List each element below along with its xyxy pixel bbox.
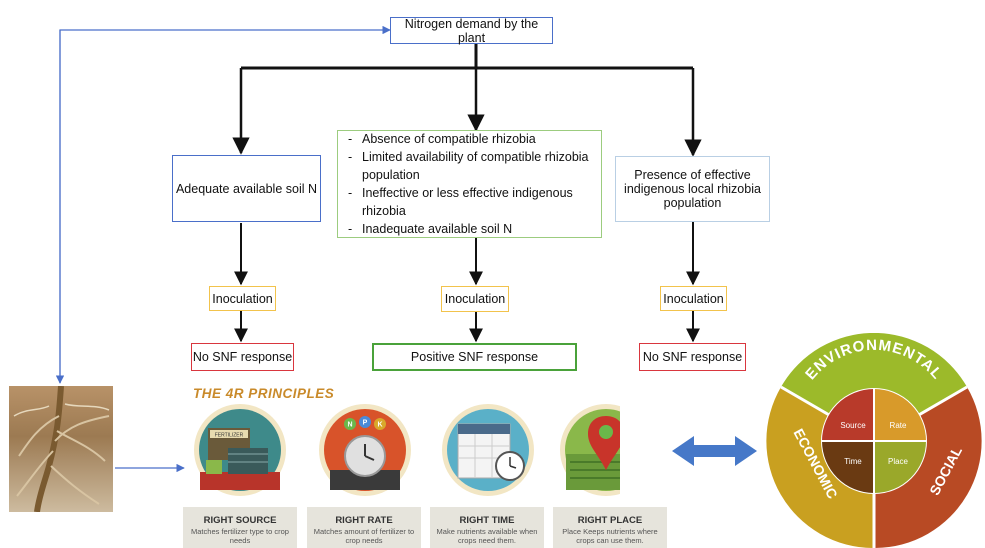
fertilizer-sign-text: FERTILIZER [215, 433, 244, 439]
rate-label: Rate [890, 421, 907, 430]
principle-desc: Make nutrients available when crops need… [436, 527, 538, 545]
right-source-icon: FERTILIZER [194, 404, 286, 496]
sustainability-wheel: ENVIRONMENTAL ECONOMIC SOCIAL Source Rat… [766, 333, 982, 548]
right-place-panel: RIGHT PLACE Place Keeps nutrients where … [553, 507, 667, 548]
principle-heading: RIGHT RATE [335, 515, 393, 526]
principle-heading: RIGHT PLACE [577, 515, 643, 526]
right-time-panel: RIGHT TIME Make nutrients available when… [430, 507, 544, 548]
right-place-icon [560, 404, 620, 496]
nutrient-letter: N [347, 422, 352, 429]
adequate-soil-n-box: Adequate available soil N [172, 155, 321, 222]
right-source-panel: RIGHT SOURCE Matches fertilizer type to … [183, 507, 297, 548]
effective-rhizobia-box: Presence of effective indigenous local r… [615, 156, 770, 222]
principle-heading: RIGHT TIME [459, 515, 515, 526]
condition-item: Limited availability of compatible rhizo… [348, 148, 601, 184]
principle-desc: Matches amount of fertilizer to crop nee… [313, 527, 415, 545]
plant-root-photo [9, 385, 113, 513]
conditions-list: Absence of compatible rhizobia Limited a… [344, 130, 601, 238]
right-rate-icon: N P K [319, 404, 411, 496]
right-time-icon [442, 404, 534, 496]
positive-snf-response: Positive SNF response [372, 343, 577, 371]
place-label: Place [888, 457, 909, 466]
double-arrow-icon [672, 436, 757, 466]
inoculation-box-right: Inoculation [660, 286, 727, 311]
source-label: Source [840, 421, 866, 430]
principles-title: THE 4R PRINCIPLES [193, 386, 335, 401]
principle-desc: Place Keeps nutrients where crops can us… [562, 527, 658, 545]
no-snf-response-left: No SNF response [191, 343, 294, 371]
inoculation-box-left: Inoculation [209, 286, 276, 311]
time-label: Time [844, 457, 862, 466]
right-rate-panel: RIGHT RATE Matches amount of fertilizer … [307, 507, 421, 548]
inoculation-box-middle: Inoculation [441, 286, 509, 312]
nutrient-letter: K [377, 422, 382, 429]
condition-item: Inadequate available soil N [348, 220, 601, 238]
nitrogen-demand-box: Nitrogen demand by the plant [390, 17, 553, 45]
principle-desc: Matches fertilizer type to crop needs [191, 527, 289, 545]
condition-item: Ineffective or less effective indigenous… [348, 184, 601, 220]
middle-conditions-box: Absence of compatible rhizobia Limited a… [337, 130, 602, 238]
no-snf-response-right: No SNF response [639, 343, 746, 371]
nutrient-letter: P [363, 420, 368, 427]
principle-icons: FERTILIZER N P K [194, 404, 620, 496]
root-illustration [13, 385, 110, 513]
principle-heading: RIGHT SOURCE [203, 515, 277, 526]
condition-item: Absence of compatible rhizobia [348, 130, 601, 148]
